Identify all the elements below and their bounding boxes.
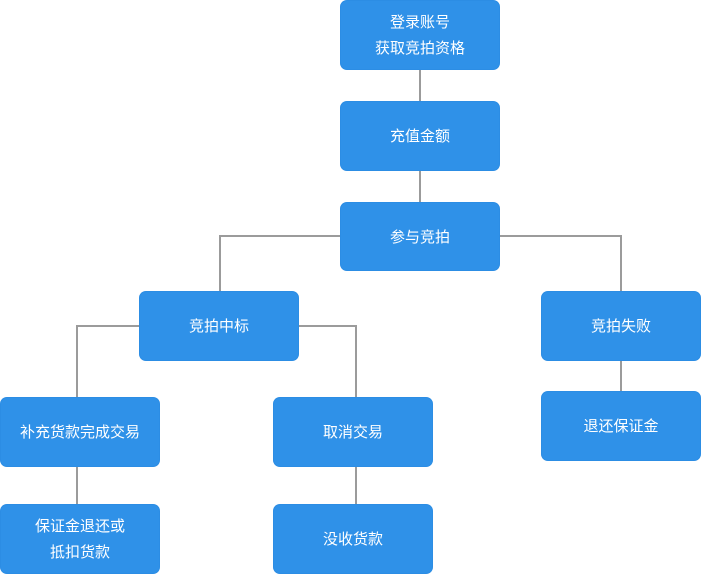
win-bid-node: 竞拍中标 [139,291,299,361]
deposit-refund-or-offset-line-2: 抵扣货款 [49,543,110,561]
join-auction-node-label: 参与竞拍 [389,227,450,246]
refund-deposit-node: 退还保证金 [541,391,701,461]
pay-balance-node-label: 补充货款完成交易 [19,423,140,441]
deposit-refund-or-offset-line-1: 保证金退还或 [34,517,125,535]
cancel-trade-node-label: 取消交易 [322,423,383,441]
forfeit-payment-node-label: 没收货款 [322,530,383,548]
join-auction-node: 参与竞拍 [340,202,500,271]
connector-join-auction-to-win-bid [219,235,340,291]
win-bid-node-label: 竞拍中标 [188,317,249,335]
lose-bid-node-label: 竞拍失败 [590,317,651,335]
connector-join-auction-to-lose-bid [499,235,622,291]
recharge-node: 充值金额 [340,101,500,171]
cancel-trade-node: 取消交易 [273,397,433,467]
pay-balance-node: 补充货款完成交易 [0,397,160,467]
login-node-line-1: 登录账号 [389,13,450,31]
connector-win-bid-to-cancel-trade [298,325,357,397]
refund-deposit-node-label: 退还保证金 [583,417,659,435]
deposit-refund-or-offset-node: 保证金退还或 抵扣货款 [0,504,160,574]
recharge-node-label: 充值金额 [389,127,450,145]
login-node-line-2: 获取竞拍资格 [374,39,465,57]
connector-win-bid-to-pay-balance [76,325,139,397]
lose-bid-node: 竞拍失败 [541,291,701,361]
login-node: 登录账号 获取竞拍资格 [340,0,500,70]
forfeit-payment-node: 没收货款 [273,504,433,574]
